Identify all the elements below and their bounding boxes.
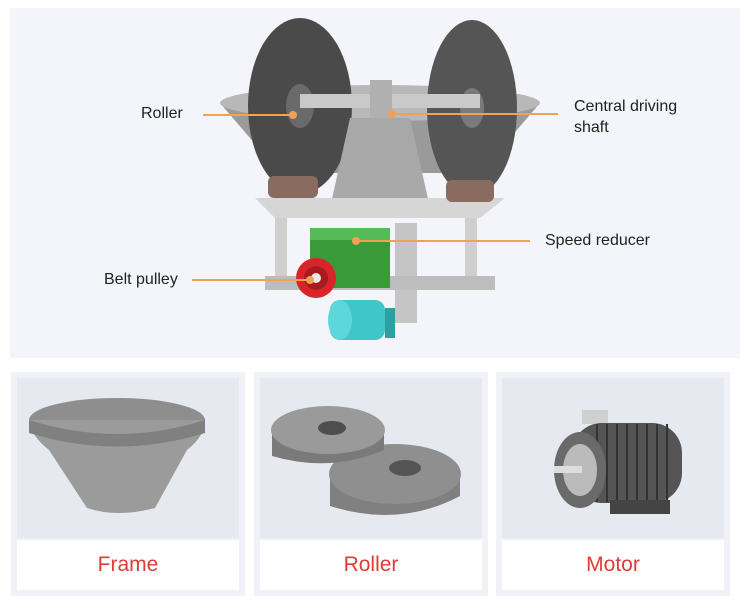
belt-pulley-callout-label: Belt pulley (104, 271, 178, 288)
central-shaft-callout-label: Central driving shaft (574, 96, 677, 138)
wet-pan-mill-illustration (192, 18, 558, 340)
central-shaft-label-line2: shaft (574, 119, 609, 136)
component-card-motor: Motor (496, 372, 730, 596)
mill-diagram-panel: Roller Central driving shaft Speed reduc… (10, 8, 740, 358)
motor-label: Motor (502, 540, 724, 590)
roller-image (260, 378, 482, 538)
frame-label: Frame (17, 540, 239, 590)
speed-reducer-callout-label: Speed reducer (545, 232, 650, 249)
frame-image (17, 378, 239, 538)
central-shaft-label-line1: Central driving (574, 98, 678, 115)
roller-label: Roller (260, 540, 482, 590)
motor-image (502, 378, 724, 538)
component-card-frame: Frame (11, 372, 245, 596)
roller-callout-label: Roller (141, 105, 183, 122)
component-card-roller: Roller (254, 372, 488, 596)
